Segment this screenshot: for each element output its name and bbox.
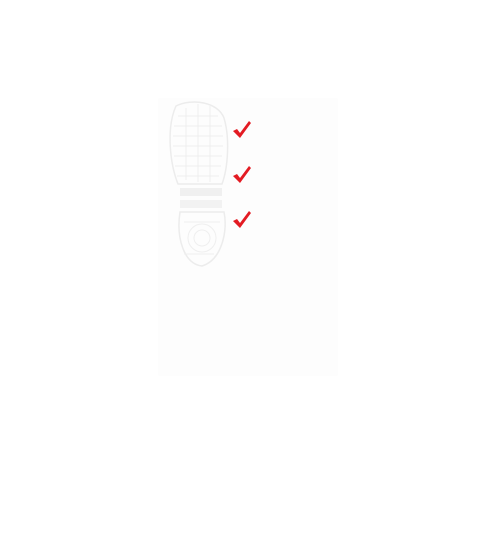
- feature-checklist: [232, 120, 342, 255]
- red-checkmark-icon: [233, 166, 251, 183]
- shoe-sole-tread-icon: [169, 101, 229, 267]
- checklist-item: [232, 165, 342, 210]
- checklist-item: [232, 210, 342, 255]
- red-checkmark-icon: [233, 211, 251, 228]
- red-checkmark-icon: [233, 121, 251, 138]
- checklist-item: [232, 120, 342, 165]
